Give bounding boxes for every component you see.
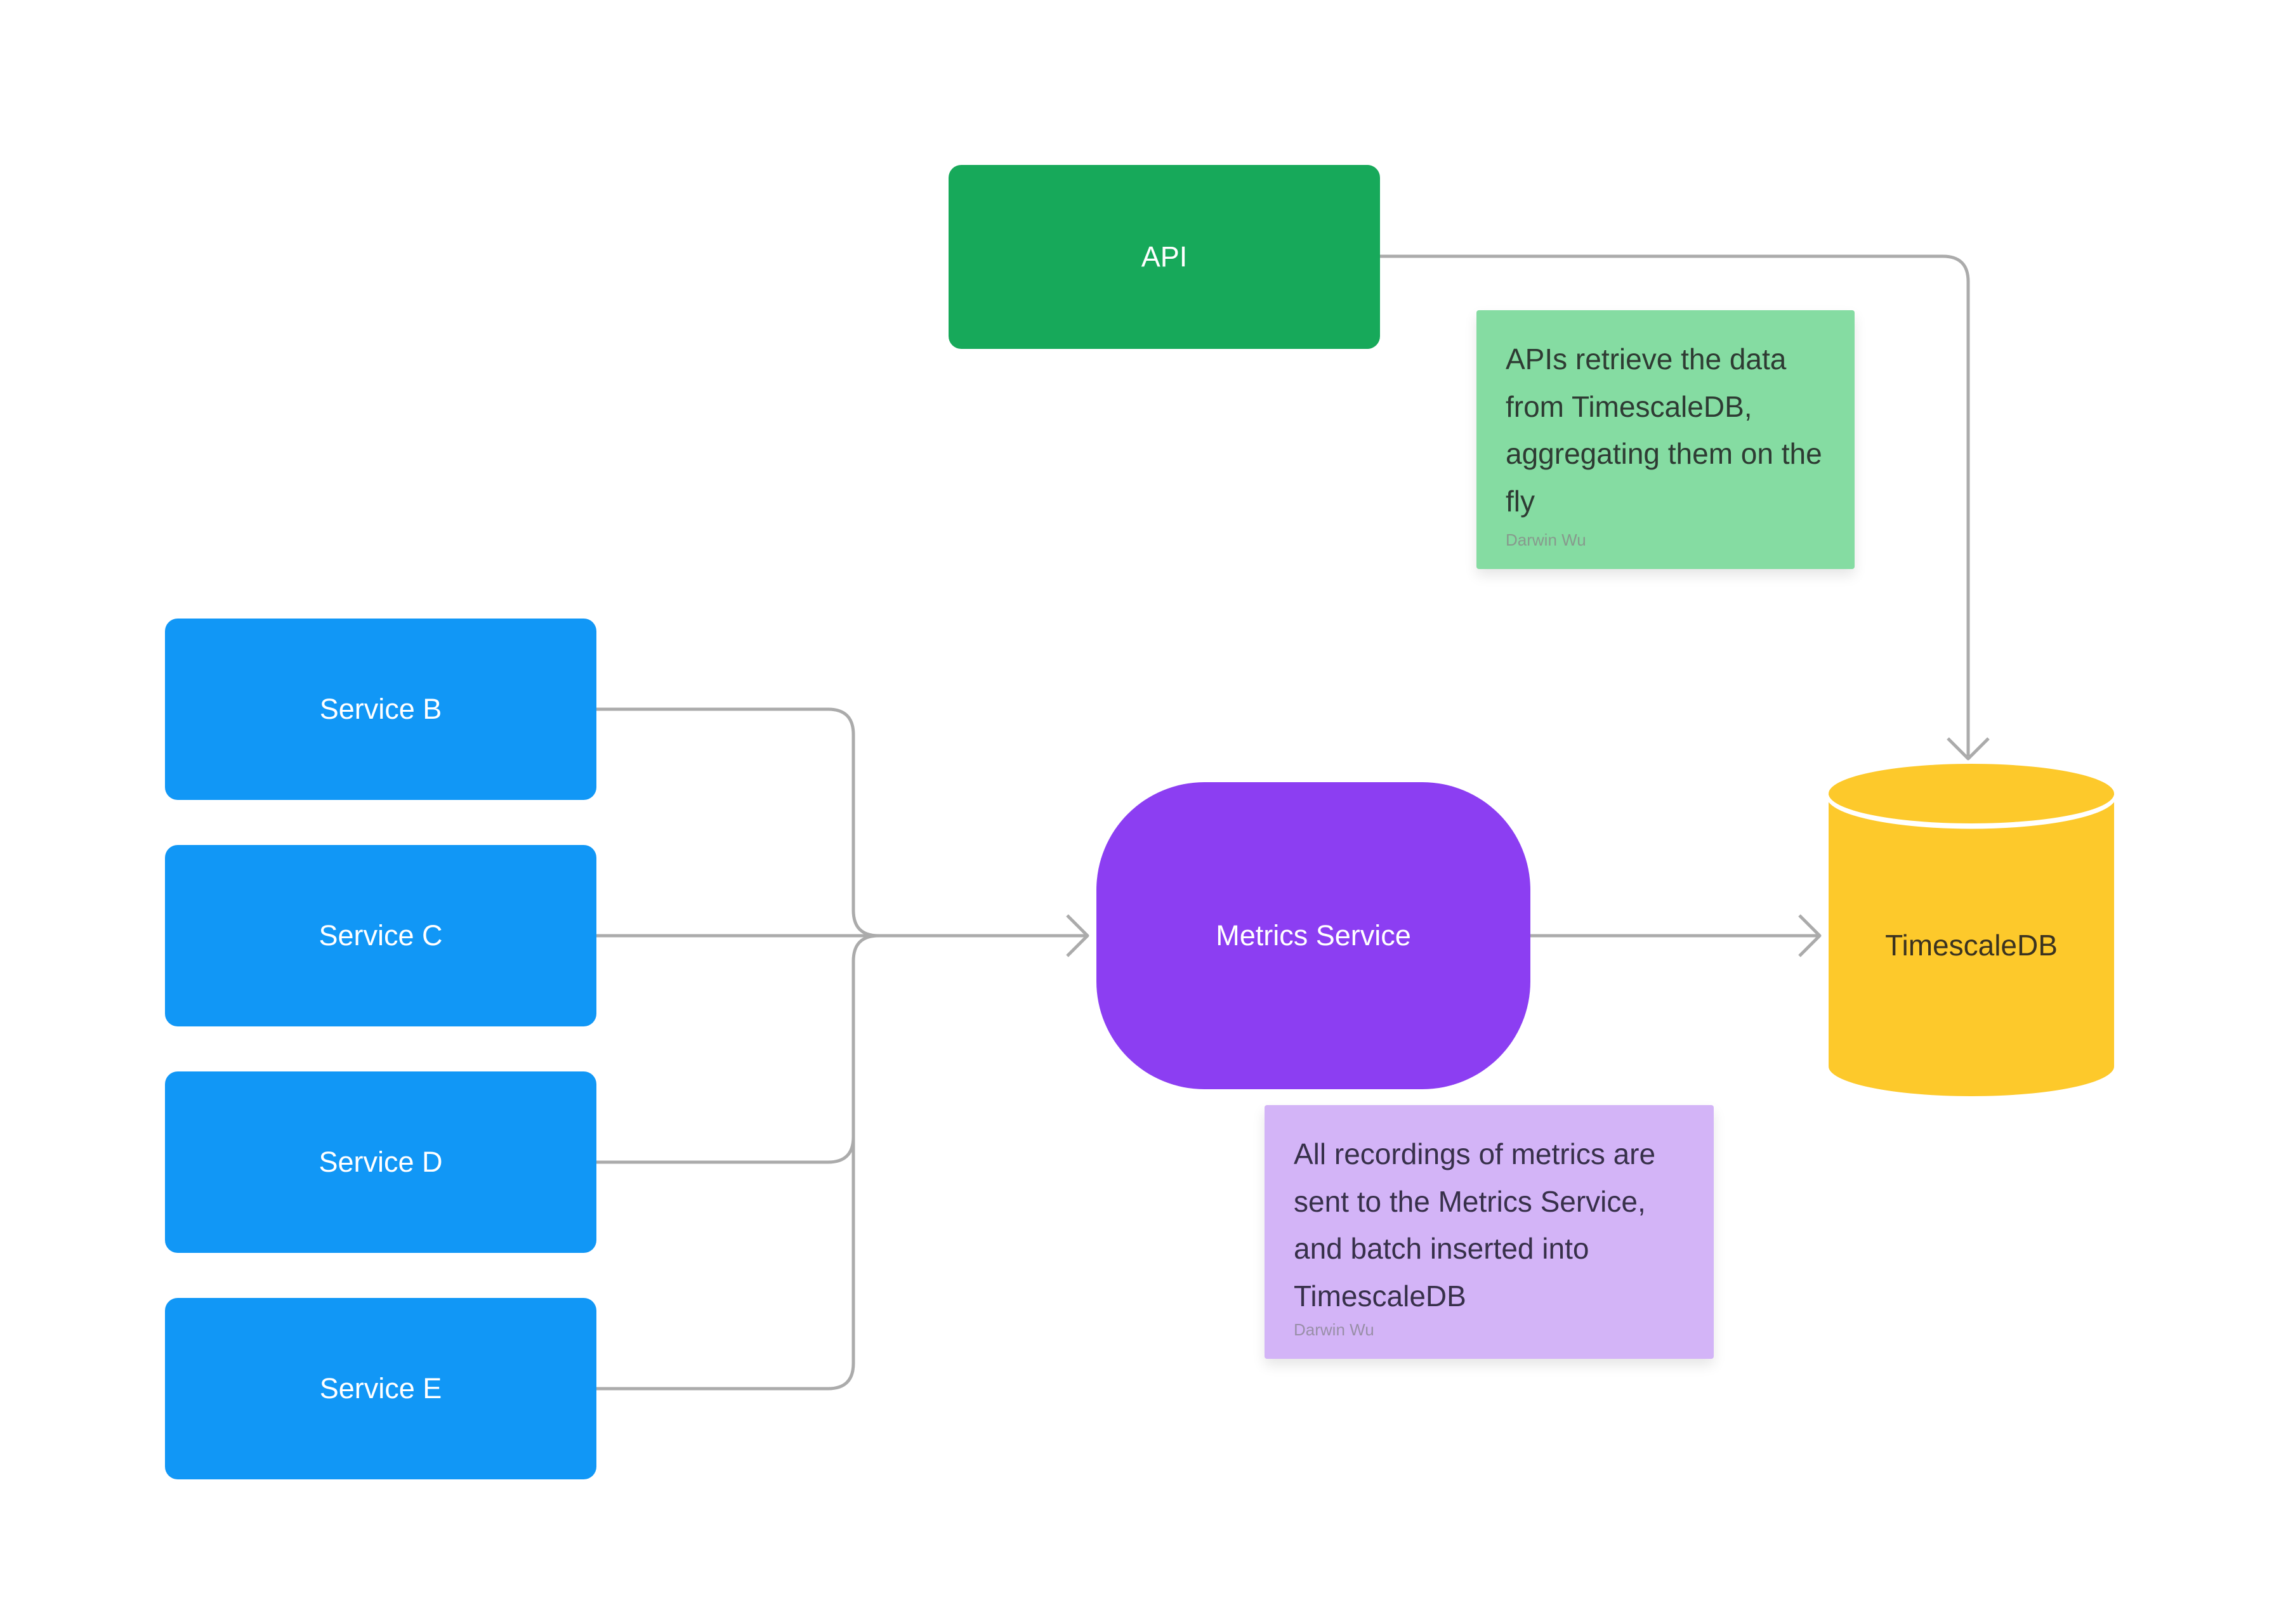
node-api-label: API (1141, 240, 1188, 273)
node-timescaledb-label: TimescaleDB (1885, 929, 2058, 962)
node-service-c[interactable]: Service C (165, 845, 596, 1026)
node-service-b[interactable]: Service B (165, 619, 596, 800)
node-service-b-label: Service B (319, 693, 442, 725)
cylinder-rim-highlight (1825, 794, 2117, 829)
node-timescaledb-cylinder[interactable] (1825, 764, 2117, 1096)
node-service-d-label: Service D (319, 1146, 443, 1178)
cylinder-body (1829, 794, 2114, 1096)
node-service-d[interactable]: Service D (165, 1071, 596, 1253)
edge-service-b-to-merge[interactable] (596, 707, 879, 938)
sticky-note-metrics[interactable]: All recordings of metrics are sent to th… (1265, 1105, 1714, 1359)
node-service-c-label: Service C (319, 919, 443, 952)
edge-metrics-to-timescaledb[interactable] (1530, 914, 1822, 957)
node-api[interactable]: API (949, 165, 1380, 349)
edge-service-c-to-metrics[interactable] (596, 914, 1089, 957)
edge-api-to-timescaledb[interactable] (1379, 254, 1990, 761)
edge-service-d-to-merge[interactable] (596, 1136, 855, 1164)
edge-service-e-to-merge[interactable] (596, 934, 879, 1391)
sticky-note-api-text: APIs retrieve the data from TimescaleDB,… (1506, 343, 1822, 518)
cylinder-top-face (1829, 764, 2114, 823)
sticky-note-metrics-author: Darwin Wu (1294, 1320, 1374, 1339)
node-metrics-service-label: Metrics Service (1216, 919, 1411, 952)
node-service-e-label: Service E (319, 1372, 442, 1405)
sticky-note-api-author: Darwin Wu (1506, 530, 1586, 549)
node-metrics-service[interactable]: Metrics Service (1096, 782, 1530, 1089)
sticky-note-metrics-text: All recordings of metrics are sent to th… (1294, 1137, 1656, 1313)
node-service-e[interactable]: Service E (165, 1298, 596, 1479)
sticky-note-api[interactable]: APIs retrieve the data from TimescaleDB,… (1476, 310, 1855, 569)
